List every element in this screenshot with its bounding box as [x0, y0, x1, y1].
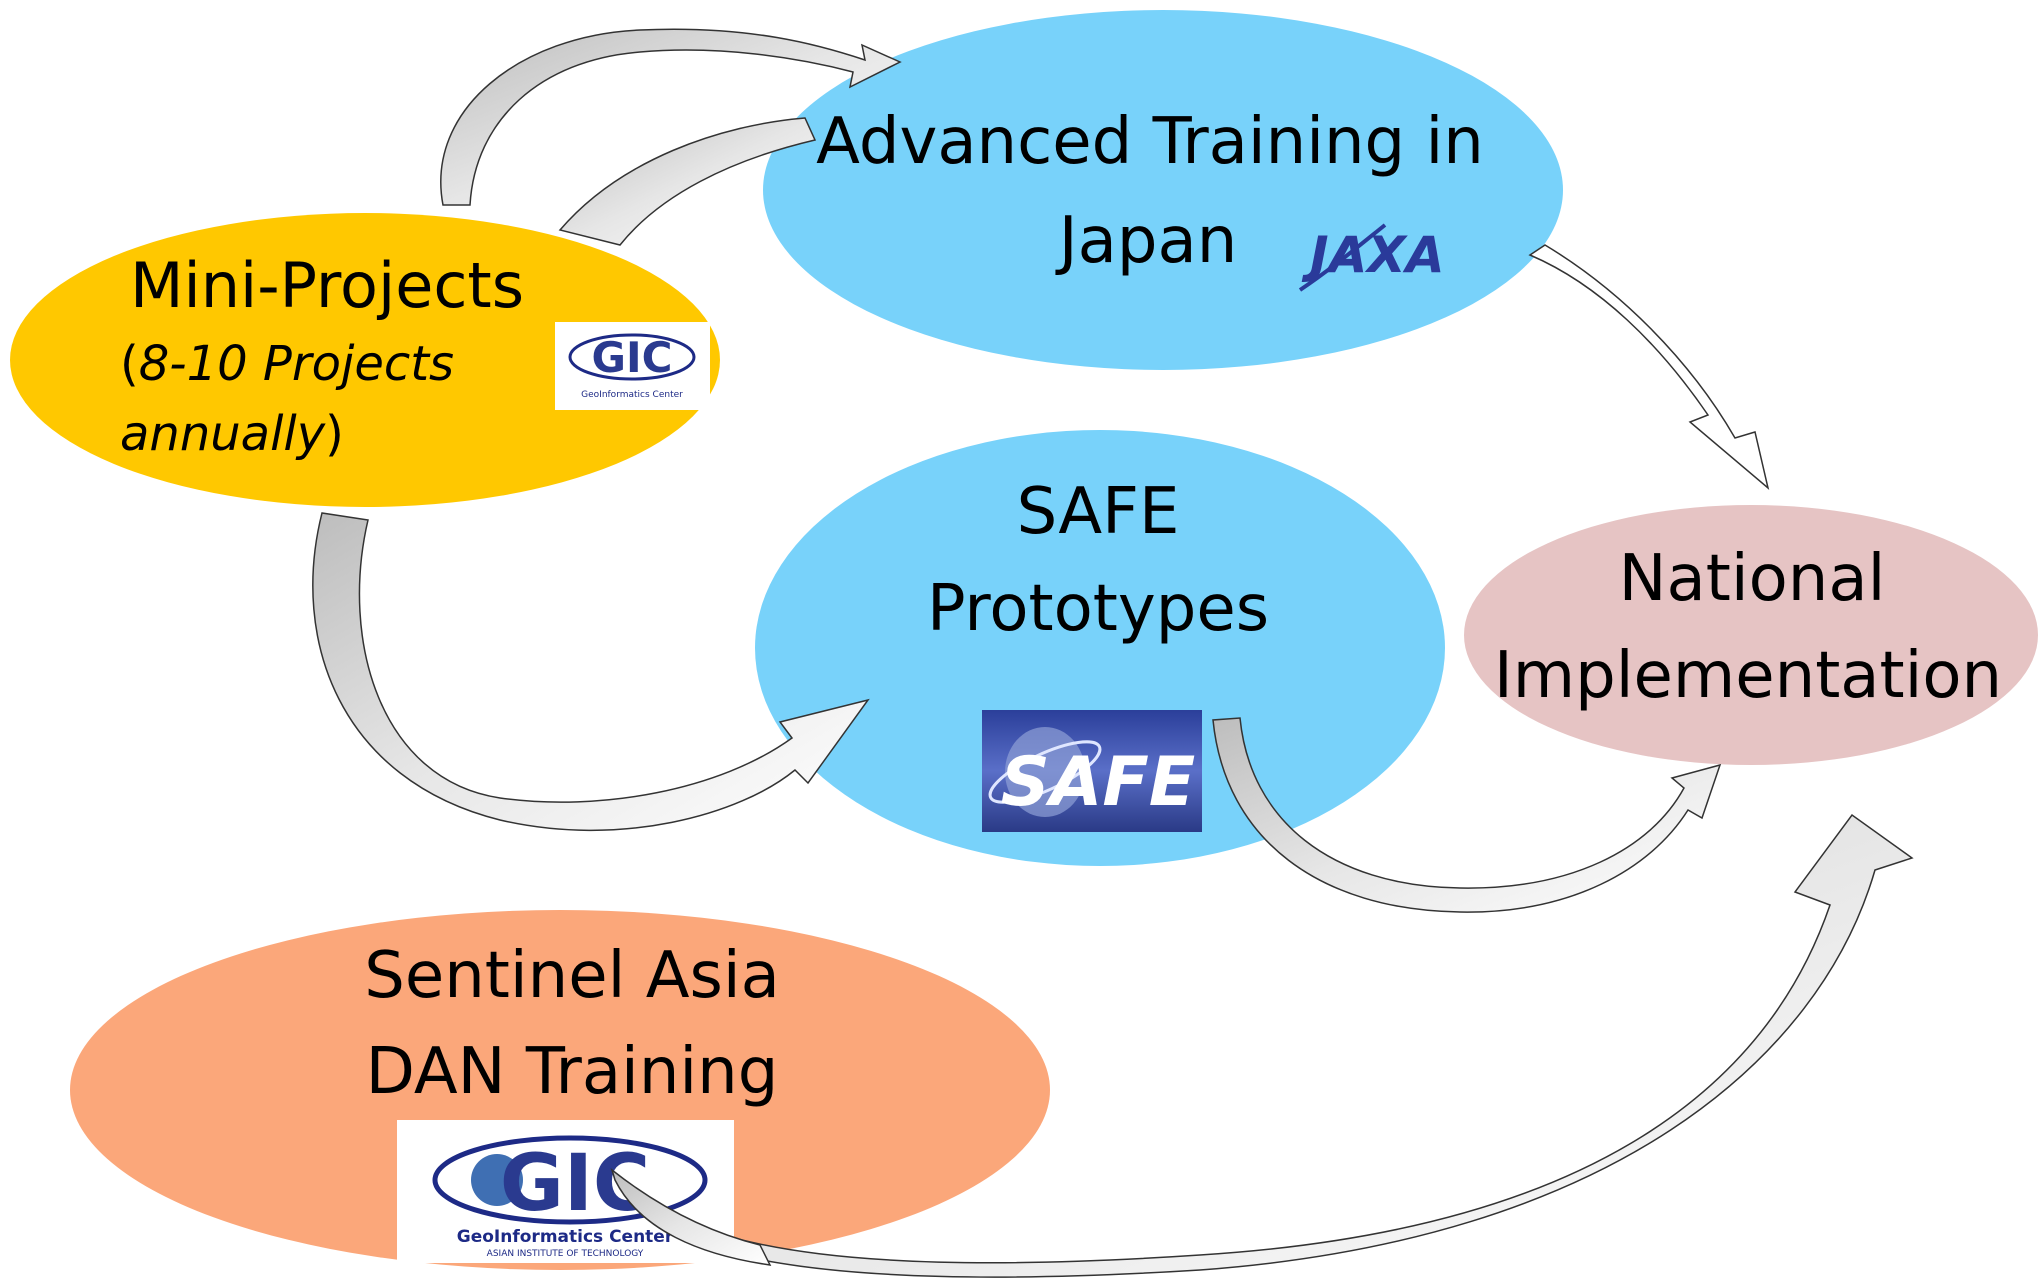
jaxa-logo: JAXA: [1298, 223, 1445, 292]
national-implementation-line2: Implementation: [1494, 639, 2002, 713]
safe-prototypes-line2: Prototypes: [927, 572, 1269, 646]
arrow-advanced-to-mini: [558, 117, 817, 246]
arrow-sentinel-to-national: [611, 813, 1914, 1278]
safe-logo: SAFE: [982, 710, 1202, 832]
mini-projects-note-open: (: [120, 336, 139, 392]
sentinel-asia-line2: DAN Training: [366, 1035, 779, 1109]
mini-projects-note-line2: annually): [120, 406, 344, 462]
safe-prototypes-ellipse: [755, 430, 1445, 866]
mini-projects-note-close: ): [325, 406, 344, 462]
sentinel-asia-ellipse: [70, 910, 1050, 1270]
mini-projects-note-line1: (8-10 Projects: [120, 336, 454, 392]
national-implementation-ellipse: [1464, 505, 2038, 765]
jaxa-swoosh-icon: [1298, 223, 1387, 292]
gic-small-logo-subtitle: GeoInformatics Center: [581, 390, 683, 400]
mini-projects-note-italic-2: annually: [120, 406, 326, 462]
advanced-training-line2: Japan: [1055, 204, 1238, 278]
mini-projects-note-italic-1: 8-10 Projects: [139, 336, 454, 392]
safe-logo-text: SAFE: [1001, 743, 1196, 822]
arrow-safe-to-national: [1212, 717, 1722, 913]
arrow-mini-to-safe: [312, 512, 870, 832]
advanced-training-line1: Advanced Training in: [816, 105, 1484, 179]
gic-small-logo-text: GIC: [592, 333, 673, 382]
gic-small-logo: GIC GeoInformatics Center: [555, 322, 710, 410]
arrow-sentinel-tail-overlay: [610, 1167, 772, 1266]
mini-projects-ellipse: [10, 213, 720, 507]
gic-large-logo-subtitle: GeoInformatics Center: [457, 1227, 674, 1247]
advanced-training-ellipse: [763, 10, 1563, 370]
national-implementation-line1: National: [1619, 542, 1886, 616]
arrow-advanced-to-national: [1528, 244, 1770, 491]
arrow-mini-to-advanced-top: [440, 28, 902, 206]
gic-large-logo-subtitle2: ASIAN INSTITUTE OF TECHNOLOGY: [487, 1249, 644, 1259]
safe-prototypes-line1: SAFE: [1017, 475, 1180, 549]
sentinel-asia-line1: Sentinel Asia: [364, 939, 780, 1013]
mini-projects-title: Mini-Projects: [130, 249, 524, 322]
